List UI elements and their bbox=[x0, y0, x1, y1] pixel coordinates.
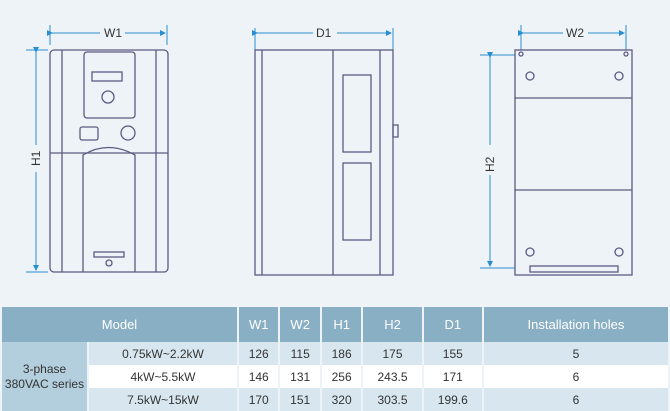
table-row: 4kW~5.5kW 146 131 256 243.5 171 6 bbox=[2, 365, 670, 388]
table-row: 3-phase 380VAC series 0.75kW~2.2kW 126 1… bbox=[2, 342, 670, 411]
d1-cell: 199.6 bbox=[422, 388, 484, 411]
header-d1: D1 bbox=[422, 307, 484, 342]
label-h2: H2 bbox=[483, 156, 497, 172]
w1-cell: 170 bbox=[238, 388, 281, 411]
dimension-drawing: W1 H1 D1 W2 H2 bbox=[26, 25, 633, 276]
label-h1: H1 bbox=[29, 150, 43, 166]
h1-cell: 186 bbox=[320, 342, 364, 365]
table-row: 7.5kW~15kW 170 151 320 303.5 199.6 6 bbox=[2, 388, 670, 411]
header-model: Model bbox=[2, 307, 239, 342]
header-w2: W2 bbox=[279, 307, 322, 342]
d1-cell: 155 bbox=[422, 342, 484, 365]
header-h1: H1 bbox=[320, 307, 364, 342]
w1-cell: 126 bbox=[238, 342, 281, 365]
header-h2: H2 bbox=[362, 307, 424, 342]
front-view bbox=[49, 49, 169, 273]
label-d1: D1 bbox=[316, 26, 332, 40]
label-w1: W1 bbox=[104, 26, 122, 40]
h2-cell: 303.5 bbox=[362, 388, 424, 411]
h1-cell: 320 bbox=[320, 388, 364, 411]
label-w2: W2 bbox=[566, 26, 584, 40]
h2-cell: 243.5 bbox=[362, 365, 424, 388]
side-view bbox=[254, 49, 399, 276]
back-view bbox=[514, 49, 633, 276]
w1-cell: 146 bbox=[238, 365, 281, 388]
holes-cell: 6 bbox=[482, 388, 670, 411]
holes-cell: 6 bbox=[482, 365, 670, 388]
d1-cell: 171 bbox=[422, 365, 484, 388]
series-cell: 3-phase 380VAC series bbox=[2, 342, 89, 411]
h1-cell: 256 bbox=[320, 365, 364, 388]
header-holes: Installation holes bbox=[482, 307, 670, 342]
dimensions-table: Model W1 W2 H1 H2 D1 Installation holes … bbox=[2, 307, 670, 411]
w2-cell: 115 bbox=[279, 342, 322, 365]
w2-cell: 131 bbox=[279, 365, 322, 388]
model-cell: 7.5kW~15kW bbox=[88, 388, 239, 411]
header-w1: W1 bbox=[238, 307, 281, 342]
w2-cell: 151 bbox=[279, 388, 322, 411]
table-header: Model W1 W2 H1 H2 D1 Installation holes bbox=[2, 307, 670, 342]
model-cell: 0.75kW~2.2kW bbox=[88, 342, 239, 365]
holes-cell: 5 bbox=[482, 342, 670, 365]
h2-cell: 175 bbox=[362, 342, 424, 365]
model-cell: 4kW~5.5kW bbox=[88, 365, 239, 388]
